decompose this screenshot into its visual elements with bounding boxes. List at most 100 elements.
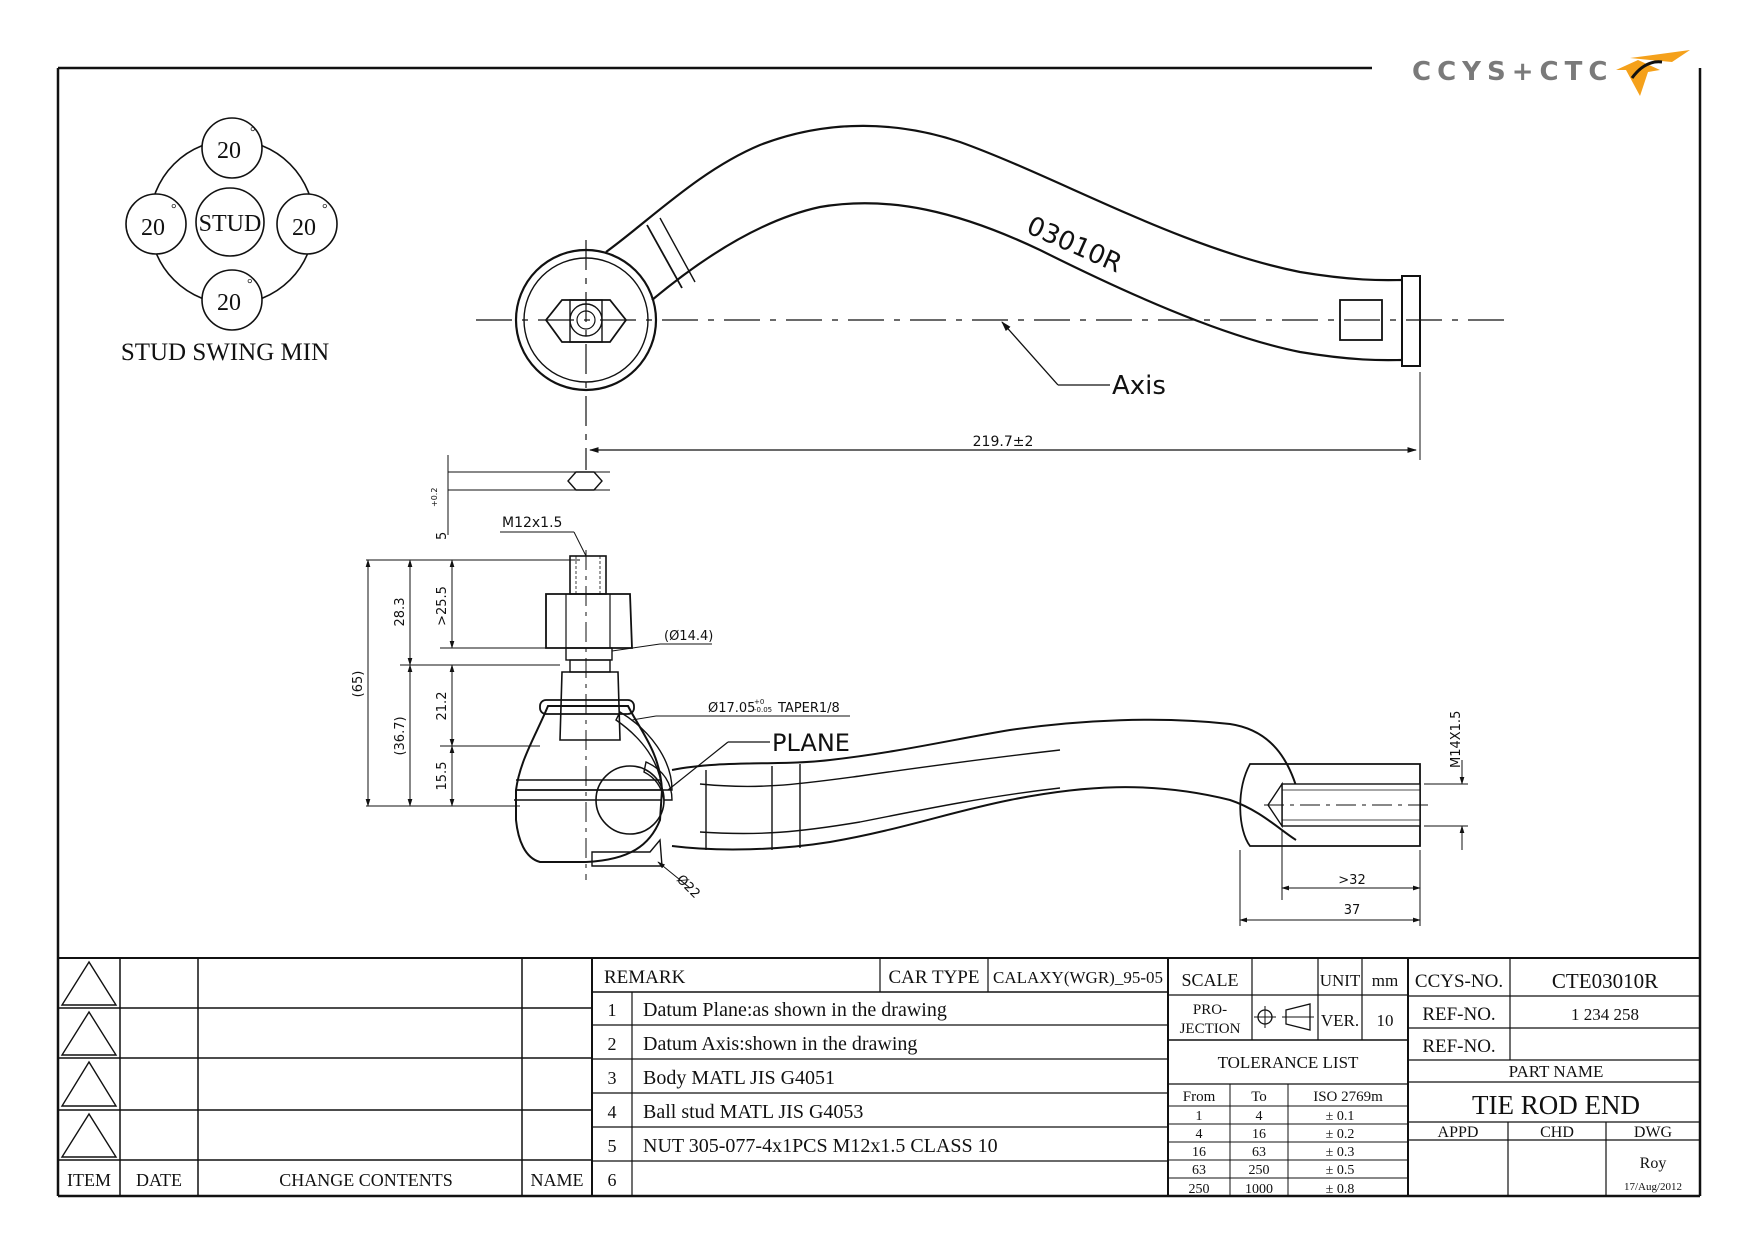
tol-header-to: To — [1251, 1089, 1267, 1105]
svg-text:250: 250 — [1189, 1182, 1210, 1197]
tol-header-from: From — [1183, 1089, 1216, 1105]
svg-text:°: ° — [247, 277, 253, 292]
taper-text: TAPER1/8 — [777, 701, 840, 716]
remarks-table: REMARK CAR TYPE CALAXY(WGR)_95-05 1 Datu… — [592, 958, 1169, 1196]
dia-14-4: (Ø14.4) — [664, 629, 713, 644]
wrench-flat — [1339, 299, 1383, 341]
ccys-no-value: CTE03010R — [1552, 969, 1658, 993]
svg-text:± 0.3: ± 0.3 — [1326, 1145, 1355, 1160]
remark-no: 4 — [608, 1102, 617, 1122]
tol-header-iso: ISO 2769m — [1313, 1089, 1383, 1105]
swing-angle-bottom: 20 — [217, 290, 241, 316]
dim-37: 37 — [1344, 903, 1361, 918]
scale-tolerance-block: SCALE UNIT mm PRO- JECTION VER. 10 TOLER… — [1168, 958, 1409, 1197]
swing-angle-left: 20 — [141, 215, 165, 241]
remark-no: 6 — [608, 1170, 617, 1190]
version-value: 10 — [1377, 1011, 1394, 1030]
svg-text:16: 16 — [1252, 1127, 1266, 1142]
remark-no: 3 — [608, 1068, 617, 1088]
top-view: 03010R Axis 219.7±2 — [476, 124, 1510, 470]
svg-text:± 0.8: ± 0.8 — [1326, 1182, 1355, 1197]
unit-label: UNIT — [1320, 971, 1361, 990]
length-dimension: 219.7±2 — [973, 434, 1034, 450]
revision-triangle-icon — [60, 1060, 118, 1107]
remark-header: REMARK — [604, 967, 686, 988]
remark-text: NUT 305-077-4x1PCS M12x1.5 CLASS 10 — [643, 1135, 998, 1157]
end-thread: M14X1.5 — [1449, 711, 1464, 768]
stud-label: STUD — [199, 211, 262, 237]
svg-text:1: 1 — [1196, 1109, 1203, 1124]
part-name-label: PART NAME — [1509, 1062, 1604, 1081]
svg-text:+0: +0 — [754, 698, 764, 706]
projection-label-1: PRO- — [1193, 1002, 1227, 1018]
revision-table: ITEM DATE CHANGE CONTENTS NAME — [58, 958, 593, 1196]
side-view: 5 +0.2 M12x1.5 (Ø14.4) Ø17.05 — [351, 455, 1468, 926]
revision-triangle-icon — [60, 1010, 118, 1056]
logo-text: CCYS+CTC — [1412, 57, 1613, 87]
svg-text:4: 4 — [1196, 1127, 1203, 1142]
dim-21-2: 21.2 — [435, 692, 450, 721]
remark-text: Datum Axis:shown in the drawing — [643, 1033, 917, 1055]
car-type-label: CAR TYPE — [889, 967, 980, 988]
hex-dim: 5 — [435, 532, 450, 540]
svg-text:63: 63 — [1192, 1163, 1206, 1178]
rev-header-name: NAME — [531, 1170, 584, 1190]
ccys-no-label: CCYS-NO. — [1415, 971, 1503, 992]
axis-label: Axis — [1112, 371, 1166, 401]
drawn-by: Roy — [1640, 1155, 1667, 1172]
stud-swing-diagram: STUD 20 ° 20 ° 20 ° 20 ° STUD SWING MIN — [121, 117, 338, 366]
threaded-end-section — [1239, 763, 1421, 847]
svg-text:63: 63 — [1252, 1145, 1266, 1160]
remark-text: Body MATL JIS G4051 — [643, 1067, 835, 1089]
dim-36-7: (36.7) — [393, 716, 408, 755]
swing-angle-right: 20 — [292, 215, 316, 241]
revision-triangle-icon — [60, 960, 118, 1006]
castle-nut — [545, 593, 633, 649]
svg-text:16: 16 — [1192, 1145, 1206, 1160]
svg-text:°: ° — [250, 125, 256, 140]
dim-65: (65) — [351, 671, 366, 698]
svg-text:250: 250 — [1249, 1163, 1270, 1178]
taper-dia: Ø17.05 — [708, 701, 755, 716]
ball-housing — [515, 705, 664, 863]
svg-text:1000: 1000 — [1245, 1182, 1273, 1197]
svg-text:+0.2: +0.2 — [430, 488, 439, 507]
version-label: VER. — [1321, 1011, 1359, 1030]
remark-no: 1 — [608, 1000, 617, 1020]
dia-22: Ø22 — [673, 872, 703, 902]
third-angle-projection-icon — [1254, 1003, 1314, 1031]
dim-28-3: 28.3 — [393, 598, 408, 627]
ref-no-label-1: REF-NO. — [1422, 1004, 1495, 1025]
revision-triangle-icon — [60, 1112, 118, 1158]
svg-text:-0.05: -0.05 — [754, 706, 772, 714]
rev-header-item: ITEM — [67, 1170, 111, 1190]
part-marking: 03010R — [1022, 211, 1126, 279]
svg-text:°: ° — [171, 202, 177, 217]
ref-no-value-1: 1 234 258 — [1571, 1005, 1639, 1024]
remark-text: Datum Plane:as shown in the drawing — [643, 999, 947, 1021]
remark-text: Ball stud MATL JIS G4053 — [643, 1101, 863, 1123]
car-type-value: CALAXY(WGR)_95-05 — [993, 968, 1163, 987]
dwg-label: DWG — [1634, 1124, 1673, 1141]
scale-label: SCALE — [1181, 970, 1238, 990]
drawing-date: 17/Aug/2012 — [1624, 1181, 1682, 1193]
hex-nut-top — [544, 299, 628, 343]
chd-label: CHD — [1540, 1124, 1574, 1141]
svg-text:4: 4 — [1256, 1109, 1263, 1124]
rev-header-change: CHANGE CONTENTS — [279, 1170, 453, 1190]
remark-no: 2 — [608, 1034, 617, 1054]
svg-text:± 0.5: ± 0.5 — [1326, 1163, 1355, 1178]
logo-swoosh-icon — [1616, 60, 1660, 96]
unit-value: mm — [1372, 971, 1398, 990]
dim-15-5: 15.5 — [435, 762, 450, 791]
appd-label: APPD — [1438, 1124, 1479, 1141]
rev-header-date: DATE — [136, 1170, 182, 1190]
stud-swing-caption: STUD SWING MIN — [121, 339, 329, 366]
ref-no-label-2: REF-NO. — [1422, 1036, 1495, 1057]
svg-text:± 0.2: ± 0.2 — [1326, 1127, 1355, 1142]
remark-no: 5 — [608, 1136, 617, 1156]
projection-label-2: JECTION — [1180, 1021, 1241, 1037]
dim-32: >32 — [1338, 873, 1365, 888]
part-name-value: TIE ROD END — [1472, 1090, 1640, 1120]
